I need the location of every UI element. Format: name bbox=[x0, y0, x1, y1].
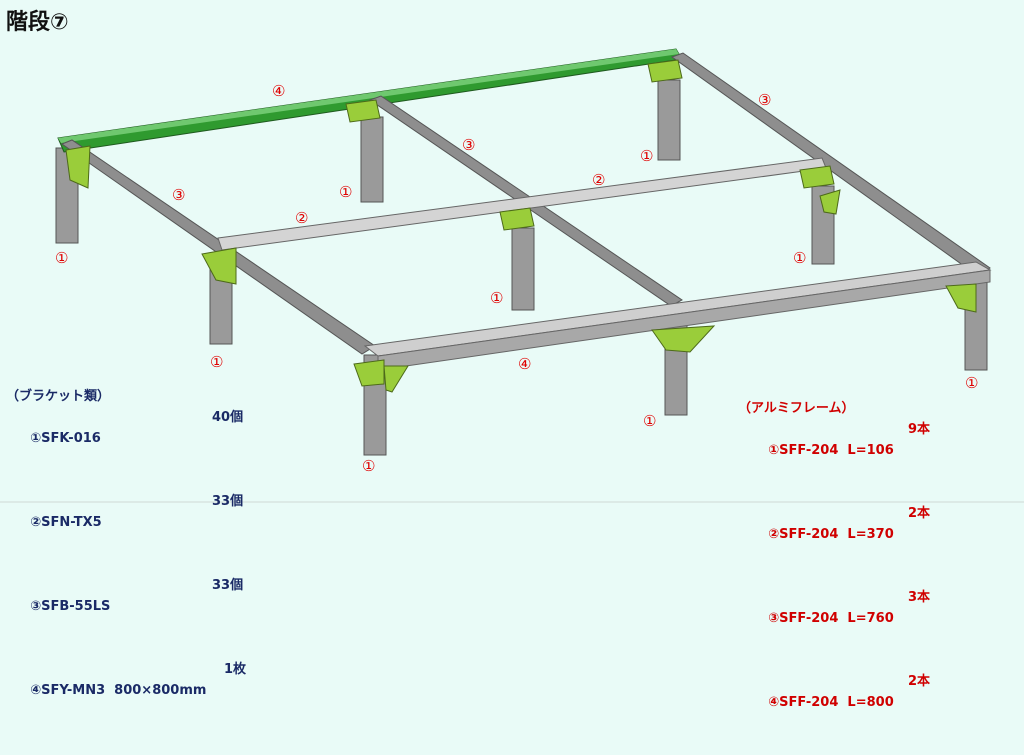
legend-item: ②SFF-204 L=370 2本 bbox=[738, 503, 998, 587]
part-label: ① bbox=[490, 289, 504, 307]
beam-right bbox=[670, 52, 991, 277]
bracket bbox=[65, 145, 91, 189]
part-label: ③ bbox=[462, 136, 476, 154]
legend-item: ④SFY-MN3 800×800mm 1枚 bbox=[6, 659, 276, 743]
legend-item-name: ①SFF-204 L=106 bbox=[768, 443, 894, 458]
bracket-legend-heading: （ブラケット類） bbox=[6, 389, 111, 404]
part-label: ④ bbox=[518, 355, 532, 373]
leg bbox=[657, 79, 681, 161]
page-title: 階段⑦ bbox=[6, 10, 69, 35]
legend-item-qty: 2本 bbox=[908, 674, 931, 689]
frame-legend-heading: （アルミフレーム） bbox=[738, 401, 855, 416]
legend-item: ②SFN-TX5 33個 bbox=[6, 491, 276, 575]
part-label: ③ bbox=[172, 186, 186, 204]
legend-item-name: ③SFF-204 L=760 bbox=[768, 611, 894, 626]
bracket-legend: （ブラケット類） ①SFK-016 40個 ②SFN-TX5 33個 ③SFB-… bbox=[6, 386, 276, 743]
bracket bbox=[647, 59, 683, 83]
part-label: ① bbox=[362, 457, 376, 475]
frame-diagram bbox=[0, 48, 1024, 503]
legend-item: ③SFF-204 L=760 3本 bbox=[738, 587, 998, 671]
part-label: ① bbox=[55, 249, 69, 267]
legend-item: ①SFK-016 40個 bbox=[6, 407, 276, 491]
bracket bbox=[819, 189, 841, 215]
bracket bbox=[201, 247, 237, 285]
legend-item: ③SFB-55LS 33個 bbox=[6, 575, 276, 659]
legend-item-qty: 33個 bbox=[212, 578, 244, 593]
frame-legend: （アルミフレーム） ①SFF-204 L=106 9本 ②SFF-204 L=3… bbox=[738, 398, 998, 755]
legend-item-name: ②SFN-TX5 bbox=[30, 515, 102, 530]
bracket bbox=[383, 365, 409, 393]
legend-item-qty: 2本 bbox=[908, 506, 931, 521]
legend-item-name: ④SFF-204 L=800 bbox=[768, 695, 894, 710]
legend-item-qty: 1枚 bbox=[224, 662, 247, 677]
part-label: ① bbox=[793, 249, 807, 267]
legend-item-qty: 33個 bbox=[212, 494, 244, 509]
legend-item: ①SFF-204 L=106 9本 bbox=[738, 419, 998, 503]
bracket bbox=[345, 99, 381, 123]
bracket bbox=[651, 325, 716, 353]
legend-item: ④SFF-204 L=800 2本 bbox=[738, 671, 998, 755]
legend-item-name: ③SFB-55LS bbox=[30, 599, 111, 614]
part-label: ④ bbox=[272, 82, 286, 100]
part-label: ① bbox=[643, 412, 657, 430]
bracket bbox=[353, 359, 385, 387]
leg bbox=[511, 227, 535, 311]
bracket bbox=[499, 207, 535, 231]
part-label: ① bbox=[965, 374, 979, 392]
legend-item-name: ①SFK-016 bbox=[30, 431, 101, 446]
part-label: ① bbox=[210, 353, 224, 371]
legend-item-name: ④SFY-MN3 800×800mm bbox=[30, 683, 207, 698]
legend-item-qty: 3本 bbox=[908, 590, 931, 605]
part-label: ① bbox=[640, 147, 654, 165]
brackets bbox=[65, 59, 977, 393]
part-label: ② bbox=[295, 209, 309, 227]
part-label: ① bbox=[339, 183, 353, 201]
bracket bbox=[799, 165, 835, 189]
part-label: ③ bbox=[758, 91, 772, 109]
part-label: ② bbox=[592, 171, 606, 189]
green-back-beam-top bbox=[58, 49, 679, 143]
legend-item-qty: 40個 bbox=[212, 410, 244, 425]
bracket bbox=[945, 283, 977, 313]
legend-item-qty: 9本 bbox=[908, 422, 931, 437]
leg bbox=[360, 116, 384, 203]
legend-item-name: ②SFF-204 L=370 bbox=[768, 527, 894, 542]
